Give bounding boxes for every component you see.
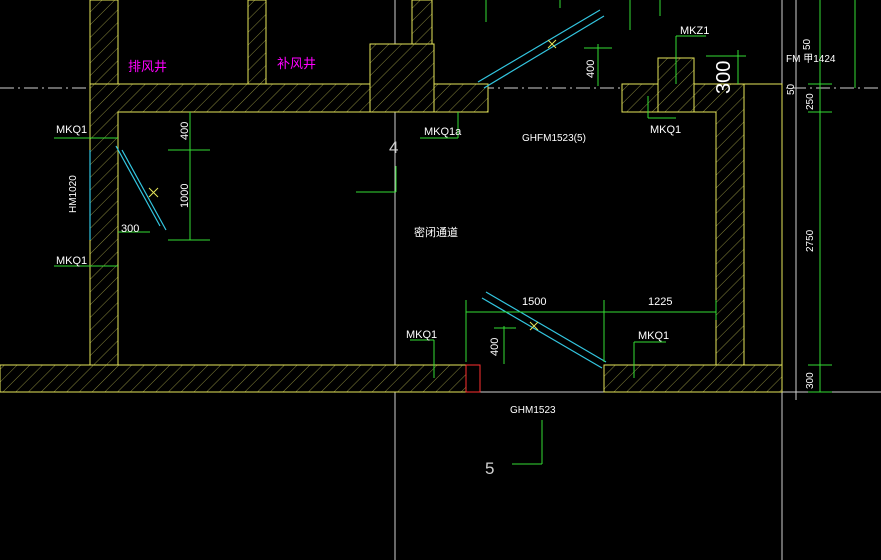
label-ghm-door: GHM1523 — [510, 405, 556, 416]
dim-250: 250 — [805, 93, 816, 110]
label-mkq1-left-bottom: MKQ1 — [56, 255, 87, 267]
room-label-sealed-passage: 密闭通道 — [414, 225, 458, 239]
label-hm-door: HM1020 — [68, 175, 79, 213]
dim-400-left: 400 — [179, 122, 191, 140]
label-fm-door: FM 甲1424 — [786, 54, 836, 65]
label-mkq1-bottom-right: MKQ1 — [638, 330, 669, 342]
door-opening — [465, 364, 481, 393]
dim-300-left: 300 — [121, 223, 139, 235]
dim-400-bottom: 400 — [489, 338, 501, 356]
dim-50-b: 50 — [786, 83, 797, 95]
grid-label-4: 4 — [389, 138, 398, 157]
label-mkz1: MKZ1 — [680, 25, 709, 37]
grid-label-5: 5 — [485, 459, 494, 478]
dim-300-right: 300 — [805, 372, 816, 389]
label-mkq1-bottom-left: MKQ1 — [406, 329, 437, 341]
dim-400-top: 400 — [585, 60, 597, 78]
label-mkq1a: MKQ1a — [424, 126, 462, 138]
dim-50-a: 50 — [802, 38, 813, 50]
room-label-supply-shaft: 补风井 — [277, 56, 316, 71]
dim-2750: 2750 — [805, 229, 816, 252]
label-ghfm-door: GHFM1523(5) — [522, 133, 586, 144]
door-swings — [89, 9, 607, 369]
room-label-exhaust-shaft: 排风井 — [128, 59, 167, 74]
main-walls — [0, 43, 783, 393]
label-mkq1-left-top: MKQ1 — [56, 124, 87, 136]
dim-1000: 1000 — [179, 184, 191, 208]
dim-1225: 1225 — [648, 296, 672, 308]
cross-markers — [148, 39, 557, 331]
dimension-lines — [54, 0, 856, 465]
label-mkq1-right-top: MKQ1 — [650, 124, 681, 136]
dim-1500: 1500 — [522, 296, 546, 308]
dim-300-top: 300 — [713, 61, 735, 94]
